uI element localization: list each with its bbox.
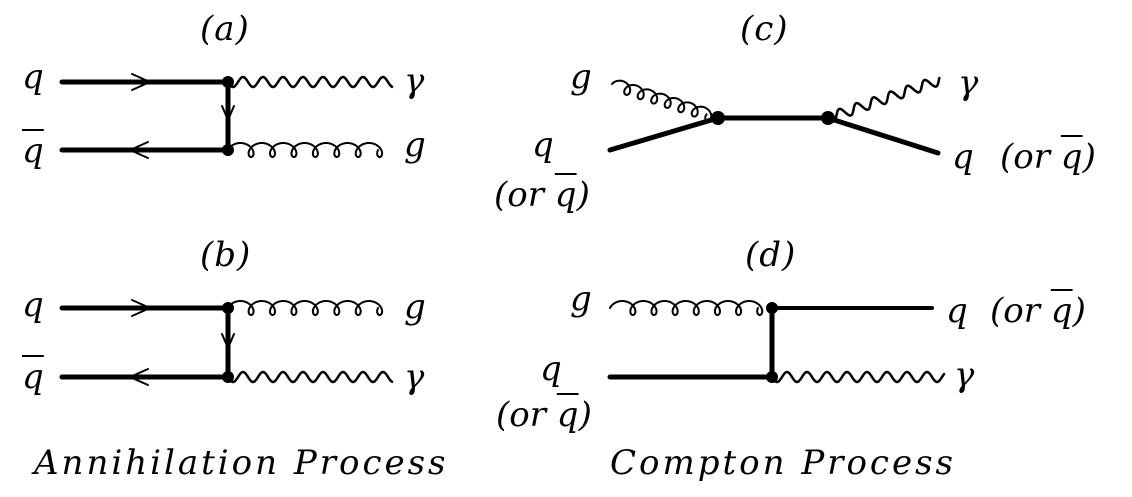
quark-line-in [607,115,721,153]
arrow-right-icon [131,299,151,317]
particle-label-gamma: γ [404,61,425,101]
particle-label-qbar: q [22,357,44,397]
particle-label-or-qbar: (or q) [496,395,592,435]
particle-label-qbar: q [22,131,44,171]
vertex [222,144,234,156]
vertex [222,76,234,88]
vertex [222,302,234,314]
quark-line-out [825,115,941,156]
particle-label-q: q [22,57,44,97]
arrow-left-icon [129,368,149,386]
gluon-line [609,300,764,316]
vertex [766,371,778,383]
particle-label-q: q [952,137,974,177]
gluon-line [227,300,384,316]
particle-label-g: g [404,287,426,327]
particle-label-gamma: γ [954,355,975,395]
particle-label-gamma: γ [404,357,425,397]
vertex [821,111,835,125]
particle-label-g: g [570,57,592,97]
particle-label-or-qbar: (or q) [1000,137,1096,177]
panel-label-a: (a) [200,9,250,49]
panel-label-c: (c) [740,9,789,49]
particle-label-q: q [22,285,44,325]
diagram-c [607,76,941,156]
arrow-right-icon [131,73,151,91]
gluon-line [227,142,384,158]
panel-label-b: (b) [200,235,252,275]
photon-line [770,370,946,384]
vertex [222,371,234,383]
photon-line [226,370,394,384]
diagram-a [59,73,394,159]
particle-label-g: g [404,125,426,165]
caption-compton: Compton Process [610,443,956,483]
diagram-d [607,300,946,384]
arrow-down-icon [221,333,235,349]
particle-label-gamma: γ [958,63,979,103]
vertex [711,111,725,125]
particle-label-q: q [540,349,562,389]
arrow-down-icon [221,105,235,121]
vertex [766,302,778,314]
particle-label-q: q [532,125,554,165]
particle-label-or-qbar: (or q) [990,291,1086,331]
caption-annihilation: Annihilation Process [34,443,449,483]
diagram-b [59,299,394,386]
particle-label-g: g [570,279,592,319]
panel-label-d: (d) [745,235,797,275]
particle-label-q: q [946,291,968,331]
photon-line [226,75,394,89]
particle-label-or-qbar: (or q) [494,175,590,215]
arrow-left-icon [129,141,149,159]
photon-line [826,76,941,123]
gluon-line [611,79,713,122]
